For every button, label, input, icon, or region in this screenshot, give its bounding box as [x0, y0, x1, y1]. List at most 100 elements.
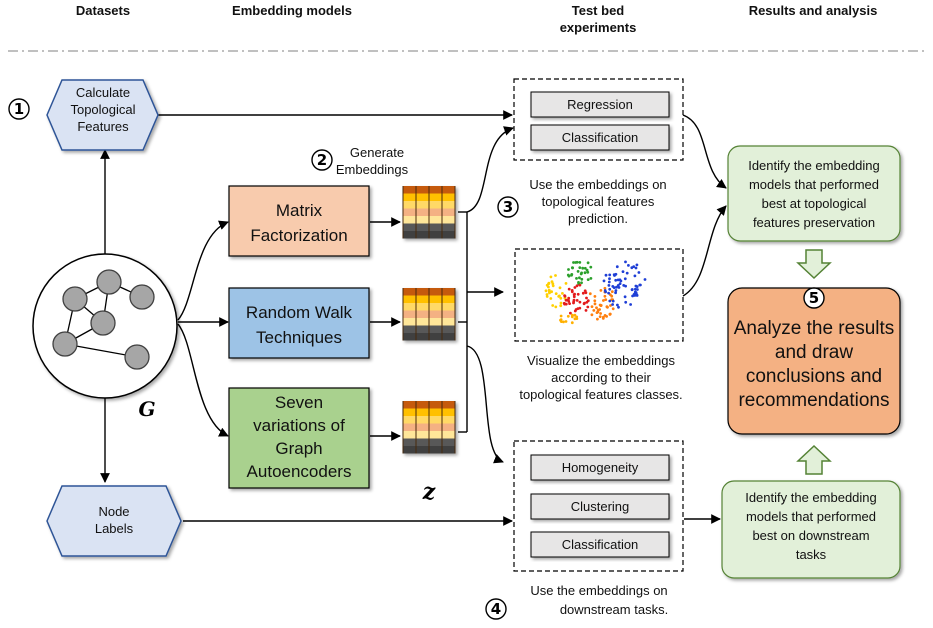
scatter-point — [585, 296, 588, 300]
scatter-point — [617, 305, 620, 309]
topo-hexagon-line3: Features — [77, 119, 129, 134]
scatter-point — [569, 311, 572, 315]
graph-node — [62, 286, 88, 312]
embedding-matrix — [402, 288, 456, 341]
scatter-point — [583, 271, 587, 275]
step-3-badge: 3 — [497, 196, 519, 218]
scatter-point — [631, 294, 634, 298]
scatter-point — [595, 306, 598, 310]
scatter-point — [547, 290, 551, 293]
scatter-point — [623, 277, 627, 281]
scatter-point — [630, 266, 634, 270]
scatter-point — [549, 297, 553, 300]
scatter-point — [551, 284, 555, 288]
scatter-point — [635, 293, 639, 297]
topo-results-line2: models that performed — [749, 177, 879, 192]
matrix-factorization-line2: Factorization — [250, 226, 347, 245]
scatter-point — [635, 263, 639, 267]
scatter-point — [634, 266, 638, 270]
scatter-point — [596, 310, 600, 314]
scatter-point — [561, 292, 564, 295]
visualization-caption-line3: topological features classes. — [519, 387, 682, 402]
scatter-point — [599, 312, 602, 315]
scatter-point — [576, 270, 580, 273]
analyze-line3: conclusions and — [746, 366, 882, 387]
scatter-point — [634, 287, 637, 291]
tsne-scatter-plot — [544, 260, 647, 325]
scatter-point — [603, 294, 607, 298]
downstream-results-box — [721, 480, 901, 579]
analyze-line4: recommendations — [738, 390, 889, 411]
scatter-point — [624, 300, 628, 304]
scatter-point — [578, 266, 582, 269]
scatter-point — [603, 289, 607, 292]
scatter-point — [598, 308, 601, 311]
scatter-point — [583, 289, 587, 293]
scatter-point — [547, 281, 551, 285]
scatter-point — [564, 320, 568, 323]
scatter-point — [625, 271, 629, 275]
scatter-point — [616, 278, 620, 282]
clustering-label: Clustering — [571, 499, 630, 514]
step-4-number: 4 — [491, 600, 501, 618]
scatter-point — [608, 273, 612, 277]
scatter-point — [584, 309, 588, 312]
header-test-bed-line2: experiments — [560, 20, 637, 35]
scatter-point — [616, 284, 620, 287]
scatter-point — [581, 266, 585, 270]
graph-icon — [32, 253, 178, 399]
header-results: Results and analysis — [749, 3, 878, 18]
scatter-point — [547, 285, 550, 289]
graph-node — [96, 269, 122, 295]
scatter-point — [590, 313, 594, 317]
clustering-box — [530, 493, 670, 520]
scatter-point — [602, 279, 606, 283]
scatter-point — [593, 295, 597, 298]
scatter-point — [575, 260, 579, 264]
scatter-point — [567, 268, 570, 271]
downstream-results-line1: Identify the embedding — [745, 490, 877, 505]
prediction-caption-line1: Use the embeddings on — [529, 177, 666, 192]
scatter-point — [602, 315, 605, 319]
classification-bottom-box — [530, 531, 670, 558]
matrix-factorization-box — [228, 185, 370, 257]
scatter-point — [568, 302, 571, 305]
embedding-matrix — [402, 401, 456, 454]
embedding-symbol: z — [422, 479, 436, 505]
step-2-number: 2 — [317, 151, 327, 169]
scatter-point — [549, 275, 553, 279]
scatter-point — [575, 277, 578, 280]
connectors — [100, 110, 727, 526]
downstream-caption-line2: downstream tasks. — [560, 602, 668, 617]
topo-results-line4: features preservation — [753, 215, 875, 230]
scatter-point — [590, 305, 594, 308]
scatter-point — [586, 278, 590, 281]
scatter-point — [571, 266, 574, 270]
scatter-point — [557, 295, 561, 298]
scatter-point — [550, 280, 554, 283]
analyze-line1: Analyze the results — [734, 318, 895, 339]
visualization-caption-line2: according to their — [551, 370, 651, 385]
embedding-matrix — [402, 186, 456, 239]
scatter-point — [581, 291, 585, 295]
scatter-point — [576, 292, 580, 296]
scatter-point — [599, 289, 603, 292]
scatter-point — [623, 295, 627, 299]
classification-top-box — [530, 124, 670, 151]
scatter-point — [544, 289, 548, 293]
scatter-point — [580, 277, 584, 281]
scatter-point — [604, 273, 608, 277]
scatter-point — [609, 304, 612, 307]
scatter-point — [573, 286, 577, 289]
scatter-point — [560, 320, 563, 323]
node-labels-hexagon — [46, 485, 182, 557]
scatter-point — [564, 298, 568, 302]
up-arrow-icon — [796, 444, 832, 475]
topological-features-hexagon — [46, 79, 159, 151]
homogeneity-box — [530, 454, 670, 481]
scatter-point — [572, 261, 575, 264]
downstream-results-line2: models that performed — [746, 509, 876, 524]
generate-embeddings-line1: Generate — [350, 145, 404, 160]
scatter-point — [608, 277, 611, 281]
graph-node — [129, 284, 155, 310]
